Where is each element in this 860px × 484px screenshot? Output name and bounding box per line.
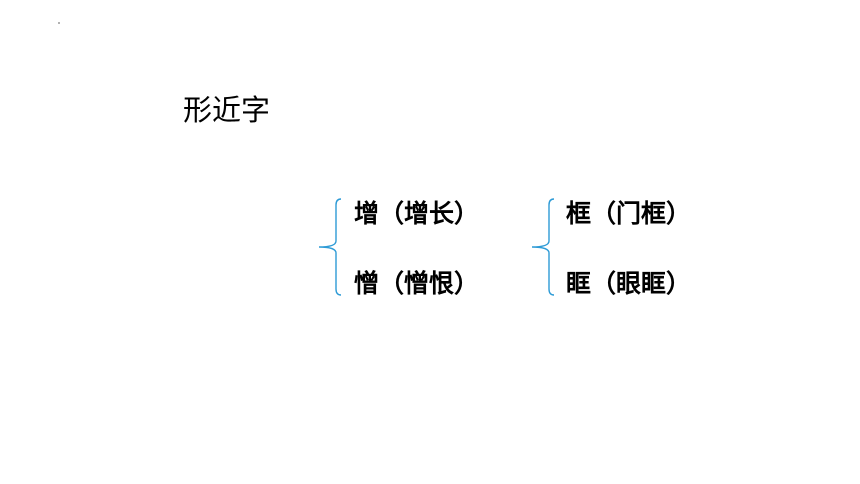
- left-brace-1: [317, 198, 343, 296]
- word-kuang-yankuang: 眶（眼眶）: [566, 269, 692, 298]
- word-zeng-zengzhang: 增（增长）: [354, 199, 480, 228]
- word-kuang-menkuang: 框（门框）: [566, 199, 692, 228]
- brace-icon: [531, 198, 555, 296]
- slide-title: 形近字: [183, 93, 271, 127]
- word-zeng-zenghen: 憎（憎恨）: [354, 269, 480, 298]
- left-brace-2: [530, 198, 556, 296]
- brace-icon: [318, 198, 342, 296]
- corner-mark: [58, 22, 60, 24]
